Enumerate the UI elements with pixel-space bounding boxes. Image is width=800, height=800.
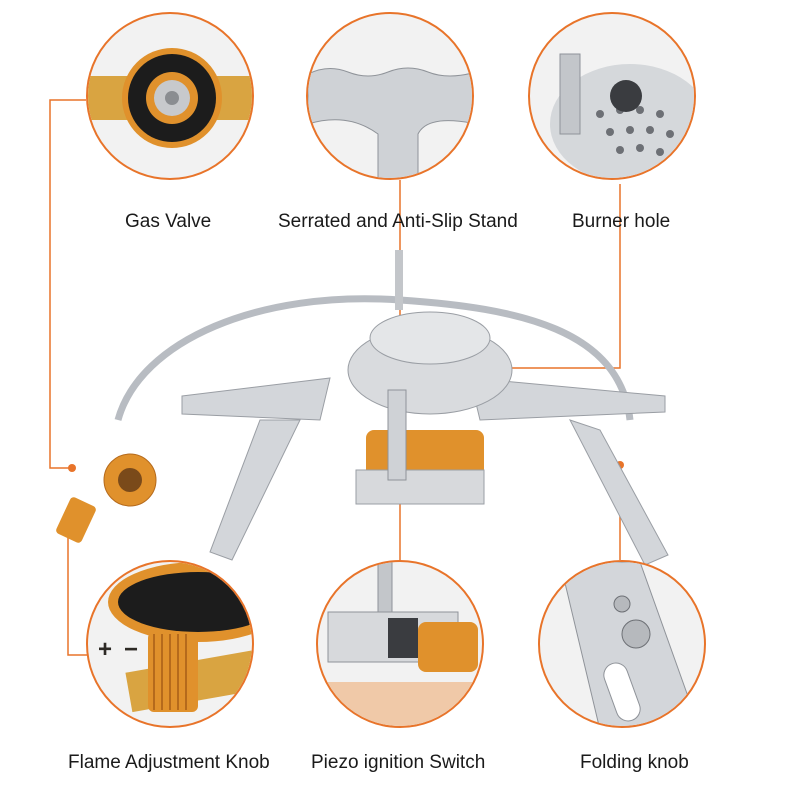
piezo-bracket [355, 469, 485, 505]
knob-plus-mark: + [98, 636, 113, 663]
flame-knob-label: Flame Adjustment Knob [68, 752, 270, 773]
flame-knob-closeup: + − [86, 560, 254, 728]
stand-arm-left [181, 377, 331, 421]
folding-knob-closeup [538, 560, 706, 728]
burner-hole-label: Burner hole [572, 211, 671, 232]
stand-leg-left [209, 419, 301, 561]
gas-valve-closeup [86, 12, 254, 180]
knob-minus-mark: − [124, 636, 139, 663]
stand-arm-back [395, 250, 403, 310]
burner-cap [369, 311, 491, 365]
piezo-label: Piezo ignition Switch [311, 752, 486, 773]
burner-hole-closeup [528, 12, 696, 180]
piezo-closeup [316, 560, 484, 728]
piezo-plunger [387, 389, 407, 481]
stand-label: Serrated and Anti-Slip Stand [278, 211, 518, 232]
flame-knob-body [56, 497, 96, 543]
gas-valve-label: Gas Valve [125, 211, 212, 232]
stand-leg-right [568, 419, 669, 566]
folding-knob-label: Folding knob [580, 752, 689, 773]
stand-closeup [306, 12, 474, 180]
